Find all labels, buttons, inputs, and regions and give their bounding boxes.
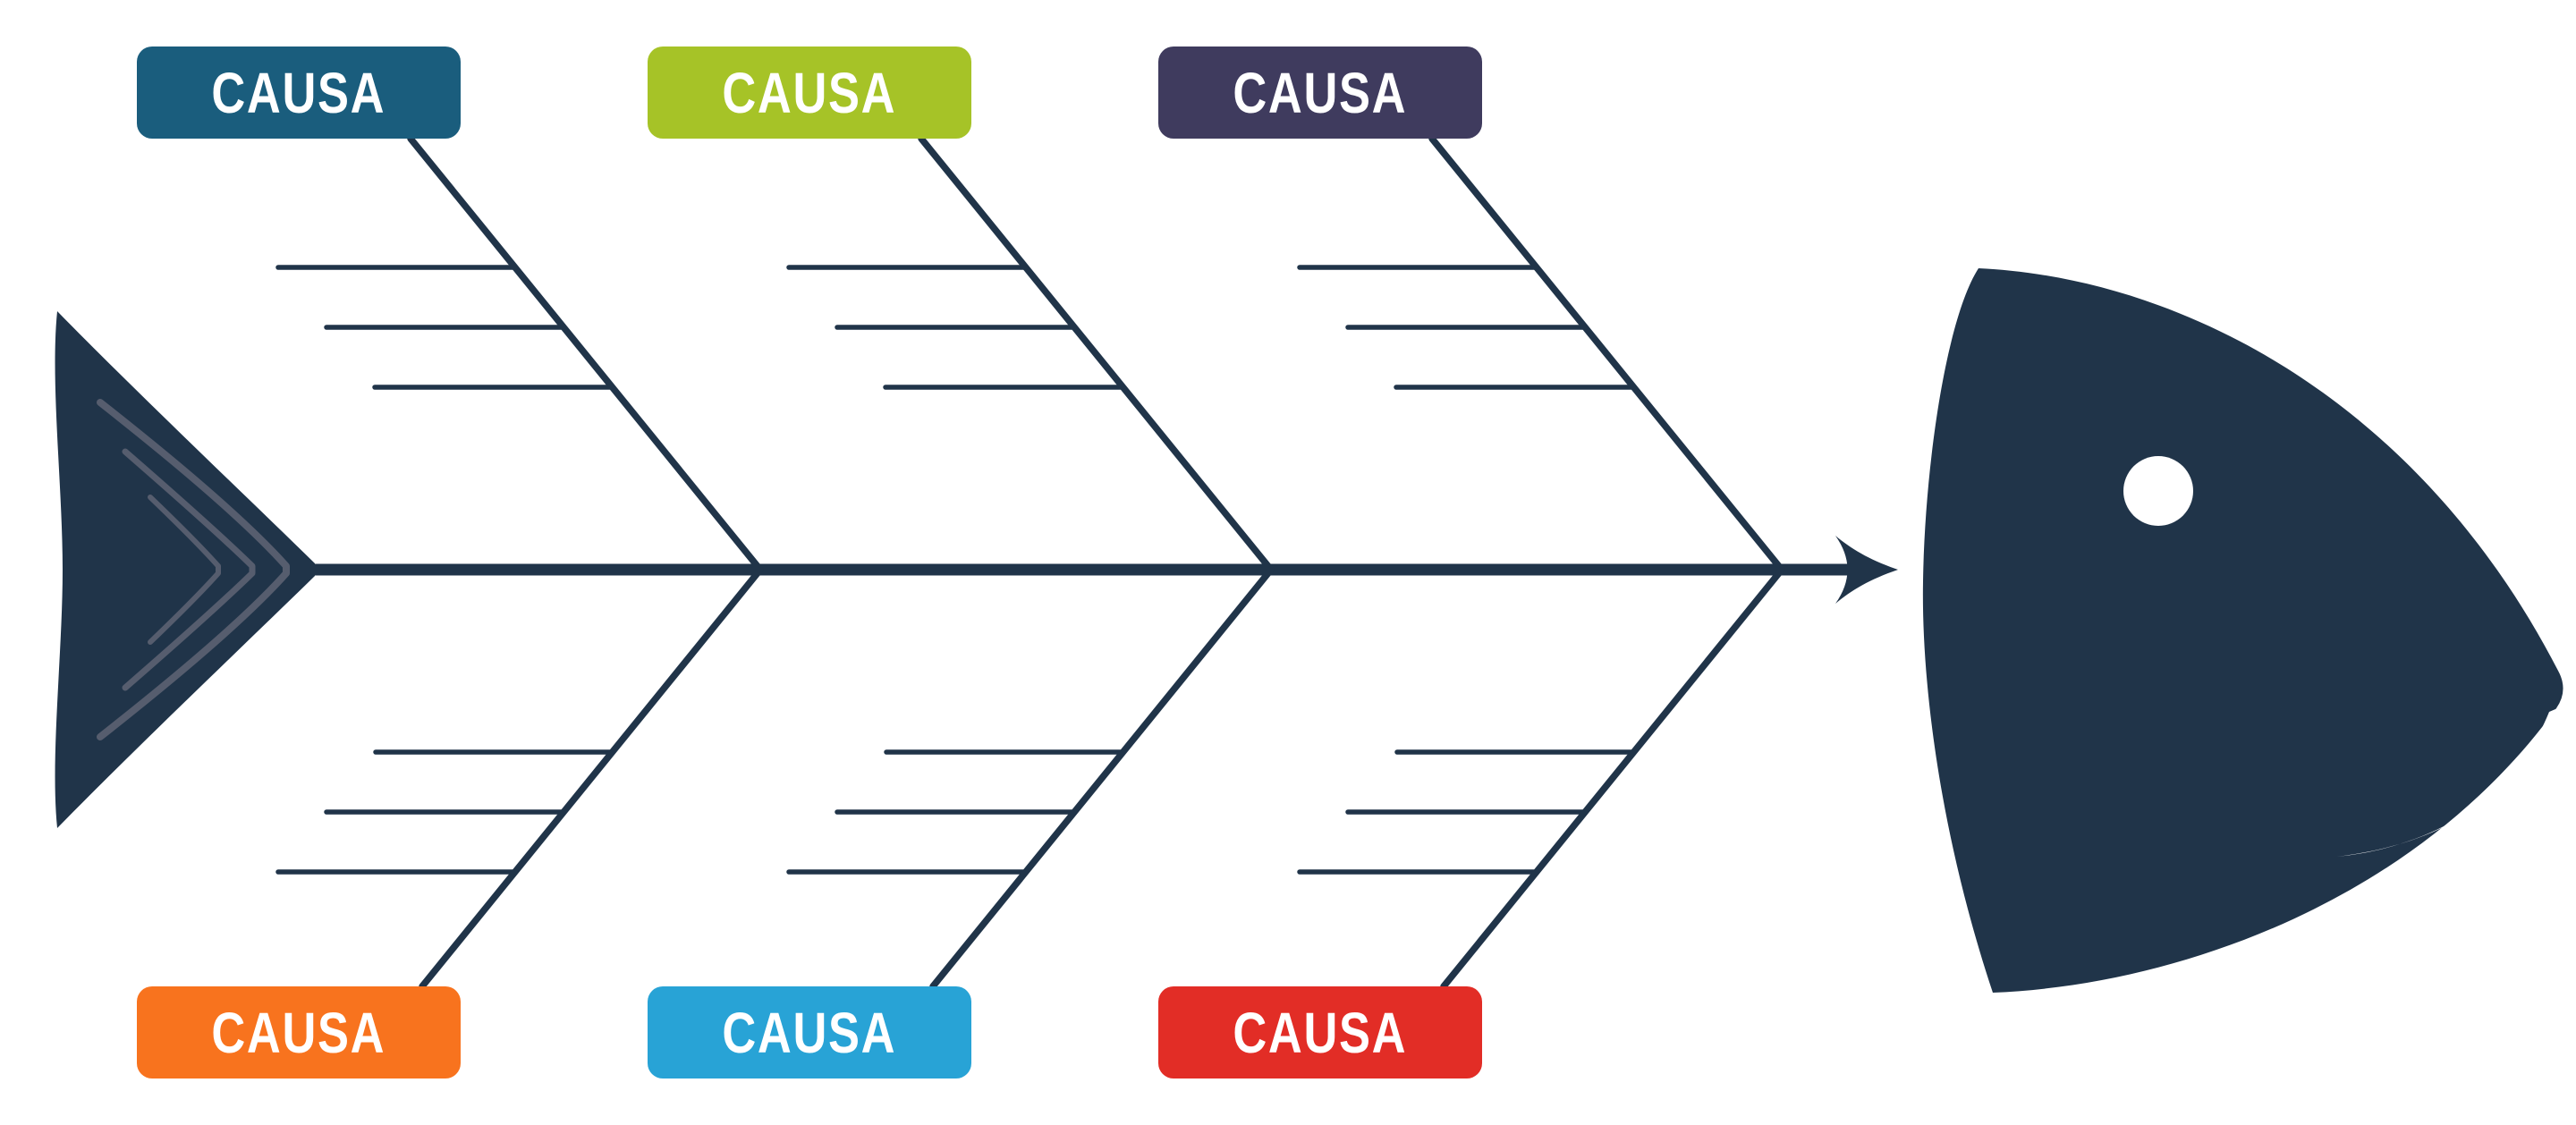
cause-box-bottom-3: CAUSA: [1158, 986, 1482, 1078]
cause-label: CAUSA: [1233, 60, 1408, 125]
branch-diagonal-bottom-2: [929, 566, 1275, 990]
tail-streak-middle: [122, 448, 256, 691]
cause-box-bottom-1: CAUSA: [137, 986, 461, 1078]
tail-streak-outer: [97, 399, 290, 740]
cause-box-top-1: CAUSA: [137, 47, 461, 139]
cause-label: CAUSA: [211, 60, 386, 125]
cause-label: CAUSA: [722, 60, 897, 125]
tail-streak-inner: [148, 495, 221, 645]
cause-label: CAUSA: [1233, 1000, 1408, 1065]
branch-diagonal-top-2: [918, 135, 1275, 573]
branch-diagonal-bottom-1: [419, 566, 764, 990]
branch-diagonal-bottom-3: [1440, 566, 1785, 990]
cause-box-top-3: CAUSA: [1158, 47, 1482, 139]
fish-tail: [55, 311, 316, 828]
cause-label: CAUSA: [722, 1000, 897, 1065]
branch-diagonal-top-1: [407, 135, 764, 573]
fish-eye: [2123, 456, 2193, 526]
branch-diagonal-top-3: [1428, 135, 1785, 573]
cause-label: CAUSA: [211, 1000, 386, 1065]
fish-head: [1922, 268, 2563, 993]
cause-box-bottom-2: CAUSA: [648, 986, 971, 1078]
cause-box-top-2: CAUSA: [648, 47, 971, 139]
spine-arrowhead: [1835, 536, 1898, 604]
